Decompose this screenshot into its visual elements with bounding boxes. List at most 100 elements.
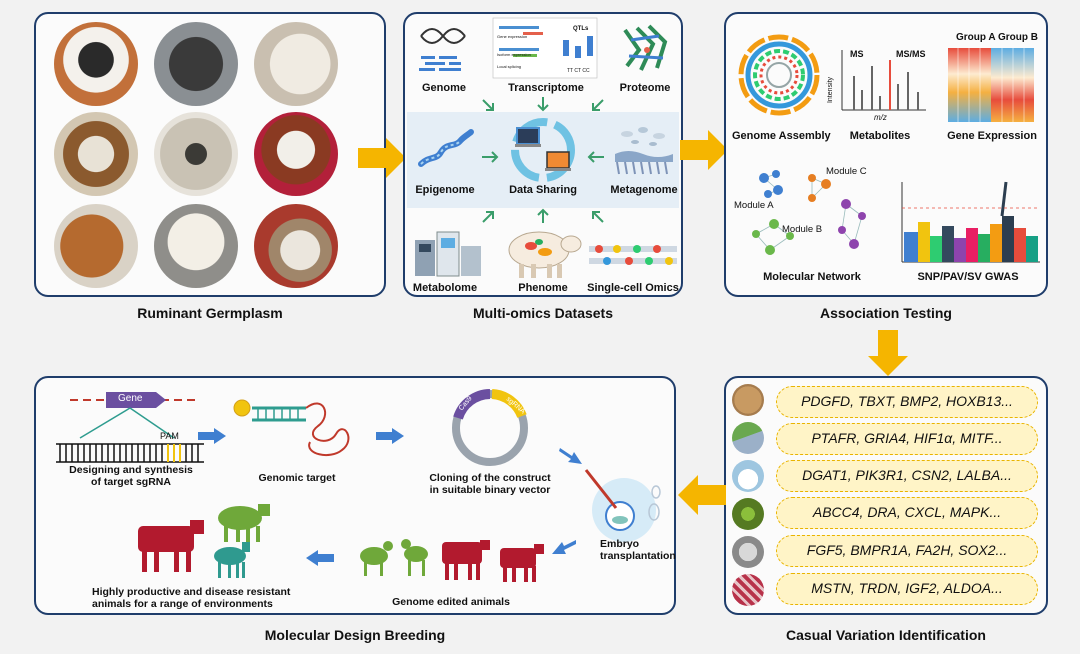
gene-list-row: ABCC4, DRA, CXCL, MAPK... [776, 497, 1038, 529]
association-testing-caption: Association Testing [820, 305, 952, 321]
holstein-cow-photo [54, 22, 138, 106]
arrow-into-center-icon [482, 151, 499, 163]
gene-expression-label: Gene Expression [947, 130, 1037, 142]
arrow-into-center-icon [592, 211, 604, 223]
embryo-caption-line2: transplantation [600, 550, 676, 562]
arrow-right-blue-icon [376, 428, 404, 444]
transcriptome-label: Transcriptome [508, 82, 584, 94]
molecular-design-breeding-panel: Gene PAM Designing and synthesis of targ… [34, 376, 676, 615]
embryo-injection-icon [584, 469, 661, 542]
arrow-down-right-blue-icon [559, 448, 582, 464]
cloning-caption-line2: in suitable binary vector [429, 484, 551, 496]
genome-edited-label: Genome edited animals [392, 596, 510, 608]
data-sharing-icon [511, 118, 575, 182]
arrow-down-icon [868, 330, 908, 376]
isoform-expression-label: Isoform expression [497, 52, 531, 57]
molecular-network-label: Molecular Network [763, 271, 861, 283]
arrow-into-center-icon [537, 97, 549, 112]
msms-label: MS/MS [896, 49, 926, 59]
arrow-into-center-icon [482, 99, 494, 111]
molecular-network-icon [752, 170, 866, 255]
red-cattle-photo [54, 204, 138, 288]
gene-list-row: PTAFR, GRIA4, HIF1α, MITF... [776, 423, 1038, 455]
gene-list-row: PDGFD, TBXT, BMP2, HOXB13... [776, 386, 1038, 418]
data-sharing-label: Data Sharing [509, 184, 577, 196]
ruminant-germplasm-caption: Ruminant Germplasm [137, 305, 283, 321]
circos-plot-icon [738, 34, 820, 116]
metabolites-label: Metabolites [849, 130, 911, 142]
association-testing-panel: Genome Assembly MS MS/MS Intensity m/z M… [724, 12, 1048, 297]
qtls-label: QTLs [573, 26, 589, 32]
single-cell-icon [589, 245, 677, 265]
module-a-label: Module A [734, 200, 774, 211]
multi-omics-caption: Multi-omics Datasets [472, 305, 614, 321]
manhattan-plot-icon [901, 181, 1040, 263]
module-b-label: Module B [782, 224, 823, 235]
arrow-down-left-blue-icon [552, 540, 576, 554]
arrow-right-blue-icon [198, 428, 226, 444]
genome-label: Genome [421, 82, 466, 94]
white-sheep-photo [154, 204, 238, 288]
intensity-label: Intensity [827, 76, 835, 104]
multi-omics-panel: Genome Gene expression Isoform expressio… [403, 12, 683, 297]
arrow-into-center-icon [592, 99, 604, 111]
milk-icon [732, 460, 764, 492]
body-size-icon [732, 384, 764, 416]
meat-icon [732, 574, 764, 606]
productive-caption-line2: animals for a range of environments [92, 598, 273, 610]
single-cell-omics-label: Single-cell Omics [587, 282, 679, 294]
protein-structure-icon [623, 24, 668, 71]
adaptation-icon [732, 422, 764, 454]
genomic-target-icon [233, 399, 350, 457]
group-b-label: Group B [998, 32, 1038, 43]
sgrna-caption-line1: Designing and synthesis [69, 464, 193, 476]
arrow-left-blue-icon [306, 550, 334, 566]
mass-spectrum-icon [841, 50, 926, 111]
transcriptome-qtl-icon [492, 17, 598, 79]
sheep-phenome-icon [508, 231, 582, 278]
disease-resistance-icon [732, 498, 764, 530]
arrow-into-center-icon [482, 211, 494, 223]
cloning-caption-line1: Cloning of the construct [429, 472, 551, 484]
causal-variation-panel: PDGFD, TBXT, BMP2, HOXB13... PTAFR, GRIA… [724, 376, 1048, 615]
genome-edited-animals-icon [360, 539, 544, 582]
sgrna-caption-line2: of target sgRNA [91, 476, 171, 488]
local-splicing-label: Local splicing [497, 64, 522, 69]
sheep-photo [254, 22, 338, 106]
ram-photo [254, 204, 338, 288]
gene-list-row: FGF5, BMPR1A, FA2H, SOX2... [776, 535, 1038, 567]
wool-icon [732, 536, 764, 568]
mass-spectrometer-icon [415, 231, 481, 277]
goat-photo [54, 112, 138, 196]
gene-list-row: MSTN, TRDN, IGF2, ALDOA... [776, 573, 1038, 605]
gwas-label: SNP/PAV/SV GWAS [917, 271, 1019, 283]
arrow-into-center-icon [587, 151, 604, 163]
metagenome-label: Metagenome [610, 184, 678, 196]
metabolome-label: Metabolome [412, 282, 478, 294]
arrow-left-icon [678, 475, 726, 515]
productive-caption-line1: Highly productive and disease resistant [92, 586, 291, 598]
module-c-label: Module C [826, 166, 867, 177]
gene-list-row: DGAT1, PIK3R1, CSN2, LALBA... [776, 460, 1038, 492]
genome-assembly-label: Genome Assembly [732, 130, 831, 142]
proteome-label: Proteome [619, 82, 671, 94]
gene-tag-label: Gene [118, 393, 143, 404]
epigenome-label: Epigenome [415, 184, 475, 196]
arrow-into-center-icon [537, 208, 549, 223]
phenome-label: Phenome [518, 282, 568, 294]
hereford-cow-photo [254, 112, 338, 196]
plasmid-vector-icon [452, 389, 528, 466]
group-a-label: Group A [956, 32, 996, 43]
microbiome-icon [615, 127, 673, 175]
embryo-caption-line1: Embryo [600, 538, 640, 550]
heatmap-icon [948, 48, 1034, 122]
gene-expression-small-label: Gene expression [497, 34, 528, 39]
productive-animals-icon [138, 504, 270, 578]
buffalo-photo [154, 22, 238, 106]
genotypes-label: TT CT CC [567, 68, 590, 74]
woolly-sheep-photo [154, 112, 238, 196]
sgrna-design-icon [56, 392, 204, 463]
ms-label: MS [850, 49, 864, 59]
chromatin-icon [418, 129, 474, 167]
pam-label: PAM [160, 431, 179, 441]
